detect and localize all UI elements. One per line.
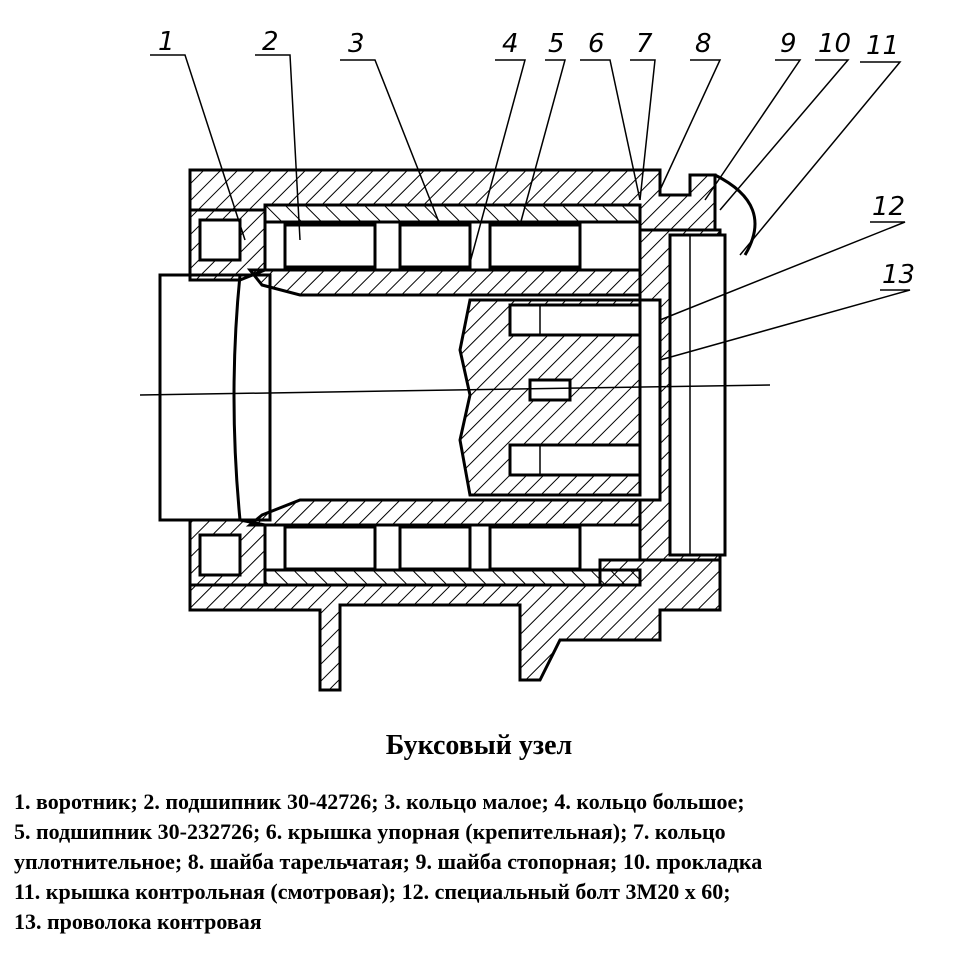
leader-lines xyxy=(150,54,911,361)
callout-4: 4 xyxy=(502,29,519,59)
inner-sleeve-bottom xyxy=(245,498,642,587)
callout-10: 10 xyxy=(818,29,851,59)
bearing-rollers-top xyxy=(283,223,582,269)
callout-5: 5 xyxy=(548,29,565,59)
callout-6: 6 xyxy=(588,29,605,59)
end-cap-assembly xyxy=(638,173,757,562)
callout-11: 11 xyxy=(866,31,899,61)
callout-numbers: 1 2 3 4 5 6 7 8 9 10 11 12 13 xyxy=(158,27,915,290)
axle-journal xyxy=(158,273,272,522)
diagram-title: Буксовый узел xyxy=(385,730,573,761)
callout-12: 12 xyxy=(872,192,905,222)
legend-line: 11. крышка контрольная (смотровая); 12. … xyxy=(14,879,731,904)
legend-line: 5. подшипник 30-232726; 6. крышка упорна… xyxy=(14,819,726,844)
bearing-rollers-bottom xyxy=(283,525,582,571)
callout-9: 9 xyxy=(780,29,797,59)
legend-line: 13. проволока контровая xyxy=(14,909,262,934)
callout-1: 1 xyxy=(158,27,175,57)
callout-7: 7 xyxy=(636,29,653,59)
legend-line: уплотнительное; 8. шайба тарельчатая; 9.… xyxy=(14,849,763,874)
callout-13: 13 xyxy=(882,260,915,290)
callout-2: 2 xyxy=(262,27,279,57)
legend-line: 1. воротник; 2. подшипник 30-42726; 3. к… xyxy=(14,789,745,814)
special-bolts xyxy=(508,303,642,477)
callout-3: 3 xyxy=(348,29,365,59)
inner-sleeve-top xyxy=(246,203,642,297)
callout-8: 8 xyxy=(695,29,712,59)
axle-box-drawing: 1 2 3 4 5 6 7 8 9 10 11 12 13 xyxy=(139,27,915,692)
parts-legend: 1. воротник; 2. подшипник 30-42726; 3. к… xyxy=(14,787,948,937)
center-line xyxy=(139,384,771,396)
collar-part-1 xyxy=(188,208,267,587)
